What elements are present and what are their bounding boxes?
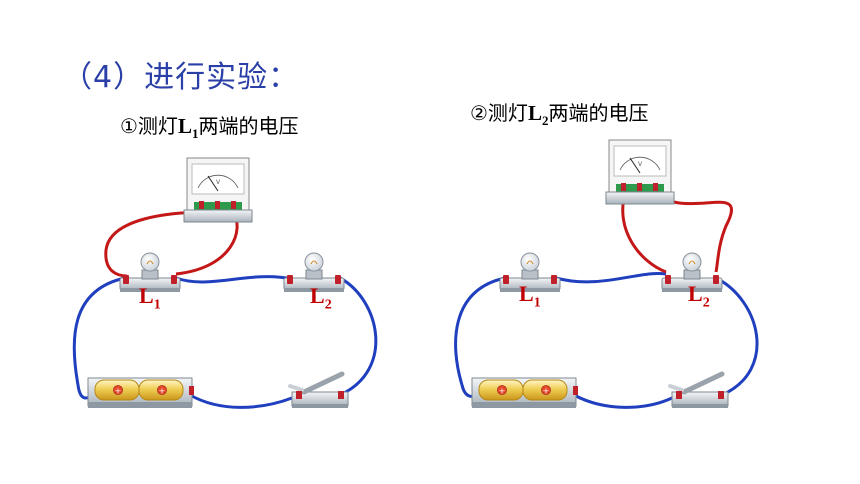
experiment-1-prefix: ①测灯 [120,114,178,138]
red-wire [655,192,733,273]
experiment-2-suffix: 两端的电压 [548,101,649,125]
battery [87,377,195,409]
voltmeter [605,139,675,205]
blue-wire [175,275,293,284]
label-sub: 2 [702,295,710,311]
label-letter: L [139,283,154,308]
battery [471,377,579,409]
label-sub: 1 [153,297,161,313]
label-l2-left: L2 [310,283,332,313]
experiment-1-suffix: 两端的电压 [198,114,299,138]
section-title: （4）进行实验： [62,60,300,95]
label-sub: 1 [533,295,541,311]
experiment-1-lamp-sub: 1 [191,126,199,141]
blue-wire [72,276,126,400]
label-l2-right: L2 [688,281,710,311]
switch [670,374,728,408]
blue-wire [715,276,759,397]
blue-wire [454,276,506,398]
blue-wire [573,393,673,409]
experiment-1-heading: ①测灯L1两端的电压 [120,110,298,142]
blue-wire [339,276,378,397]
label-letter: L [688,281,703,306]
label-l1-left: L1 [139,283,161,313]
label-sub: 2 [324,297,332,313]
blue-wire [555,271,667,284]
blue-wire [189,393,293,409]
circuit-right [454,139,759,409]
circuit-left [72,157,378,409]
switch [290,374,348,408]
label-l1-right: L1 [519,281,541,311]
voltmeter [183,157,253,223]
red-wire [104,210,209,278]
red-wire [621,193,667,274]
label-letter: L [310,283,325,308]
experiment-2-lamp-sub: 2 [541,113,549,128]
experiment-2-lamp: L [527,101,542,125]
experiment-2-prefix: ②测灯 [470,101,528,125]
experiment-1-lamp: L [177,114,192,138]
label-letter: L [519,281,534,306]
experiment-2-heading: ②测灯L2两端的电压 [470,97,648,129]
